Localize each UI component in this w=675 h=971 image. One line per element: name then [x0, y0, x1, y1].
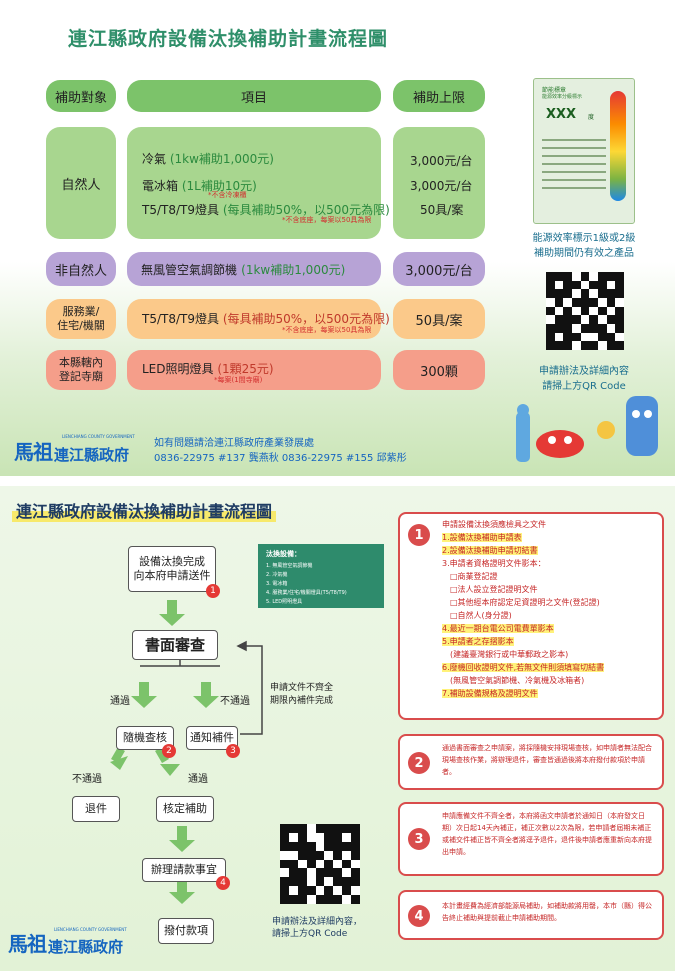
equipment-list-card: 汰換設備： 1. 無風管空氣調節機 2. 冷氣機 3. 電冰箱 4. 服務業/住…	[258, 544, 384, 608]
page-title-bottom: 連江縣政府設備汰換補助計畫流程圖	[12, 498, 277, 522]
resubmit-note: 申請文件不齊全 期限內補件完成	[270, 683, 334, 706]
item-fridge: 電冰箱 (1L補助10元)	[142, 179, 257, 193]
logo-english: LIENCHIANG COUNTY GOVERNMENT	[62, 434, 135, 439]
item-lamp: T5/T8/T9燈具 (每具補助50%，以500元為限)	[142, 203, 390, 217]
flow-process-payment: 辦理請款事宜	[142, 858, 226, 882]
label-pass-left: 通過	[110, 696, 130, 707]
temple-note: *每案(1間寺廟)	[214, 376, 263, 384]
note-fridge: *不含冷凍櫃	[208, 191, 247, 199]
qr-code-top[interactable]	[546, 272, 624, 350]
note-box-3: 3 申請應備文件不齊全者，本府將函文申請者於通知日（本府發文日期）次日起14天內…	[398, 802, 664, 876]
qr-code-bottom[interactable]	[280, 824, 360, 904]
contact-info: 如有問題請洽連江縣政府產業發展處 0836-22975 #137 龔燕秋 083…	[154, 438, 407, 464]
target-temple: 本縣轄內 登記寺廟	[46, 350, 116, 390]
service-item: T5/T8/T9燈具 (每具補助50%，以500元為限)	[142, 312, 390, 326]
qr-caption-top: 申請辦法及詳細內容 請掃上方QR Code	[539, 366, 629, 392]
service-item-bg	[127, 299, 381, 339]
target-natural-person: 自然人	[46, 127, 116, 239]
natural-items-bg	[127, 127, 381, 239]
temple-limit: 300顆	[393, 350, 485, 390]
label-pass-right: 通過	[188, 774, 208, 785]
target-non-natural: 非自然人	[46, 252, 116, 286]
non-natural-limit: 3,000元/台	[393, 252, 485, 286]
note-lamp: *不含底座，每案以50具為限	[282, 216, 372, 224]
flow-reject: 退件	[72, 796, 120, 822]
label-fail-right: 不通過	[220, 696, 250, 707]
limit-lamp: 50具/案	[420, 203, 464, 217]
government-logo-bottom: 馬祖 連江縣政府	[8, 932, 124, 956]
header-items: 項目	[127, 80, 381, 112]
header-limit: 補助上限	[393, 80, 485, 112]
note-box-4: 4 本計畫經費為經濟部能源局補助，如補助款將用罄，本市（縣）得公告終止補助與提前…	[398, 890, 664, 940]
flow-arrows	[110, 600, 263, 904]
target-service: 服務業/ 住宅/機關	[46, 299, 116, 339]
limit-aircon: 3,000元/台	[410, 154, 473, 168]
flow-disburse: 撥付款項	[158, 918, 214, 944]
natural-limit-bg	[393, 127, 485, 239]
step-badge-3: 3	[226, 744, 240, 758]
government-logo: 馬祖 連江縣政府	[14, 440, 130, 464]
service-note: *不含底座，每案以50具為限	[282, 326, 372, 334]
temple-item: LED照明燈具 (1顆25元)	[142, 362, 274, 376]
note-box-1: 1 申請設備汰換須應檢具之文件 1.設備汰換補助申請表 2.設備汰換補助申請切結…	[398, 512, 664, 720]
qr-caption-bottom: 申請辦法及詳細內容， 請掃上方QR Code	[272, 917, 363, 939]
step-badge-4: 4	[216, 876, 230, 890]
non-natural-item: 無風管空氣調節機 (1kw補助1,000元)	[127, 252, 381, 286]
energy-caption: 能源效率標示1級或2級 補助期間仍有效之產品	[532, 233, 636, 259]
page-title: 連江縣政府設備汰換補助計畫流程圖	[68, 28, 389, 50]
energy-label-image: 節能標章 能源效率分級標示 XXX 度	[533, 78, 635, 224]
header-target: 補助對象	[46, 80, 116, 112]
temple-item-bg	[127, 350, 381, 390]
logo-english-bottom: LIENCHIANG COUNTY GOVERNMENT	[54, 927, 127, 932]
step-badge-2: 2	[162, 744, 176, 758]
bottom-page: 連江縣政府設備汰換補助計畫流程圖 設備汰換完成 向本府申請送件 1 書面審查 通…	[0, 486, 675, 971]
service-limit: 50具/案	[393, 299, 485, 339]
top-page: 連江縣政府設備汰換補助計畫流程圖 補助對象 項目 補助上限 自然人 冷氣 (1k…	[0, 0, 675, 476]
flow-approve: 核定補助	[156, 796, 214, 822]
flow-start: 設備汰換完成 向本府申請送件	[128, 546, 216, 592]
step-badge-1: 1	[206, 584, 220, 598]
item-aircon: 冷氣 (1kw補助1,000元)	[142, 152, 274, 166]
mascot-icon	[516, 396, 658, 462]
efficiency-gauge-icon	[610, 91, 626, 201]
label-fail-left: 不通過	[72, 774, 102, 785]
flow-review: 書面審查	[132, 630, 218, 660]
limit-fridge: 3,000元/台	[410, 179, 473, 193]
note-box-2: 2 通過書面審查之申請案，將採隨機安排現場查核，如申請者無法配合現場查核作業，將…	[398, 734, 664, 790]
